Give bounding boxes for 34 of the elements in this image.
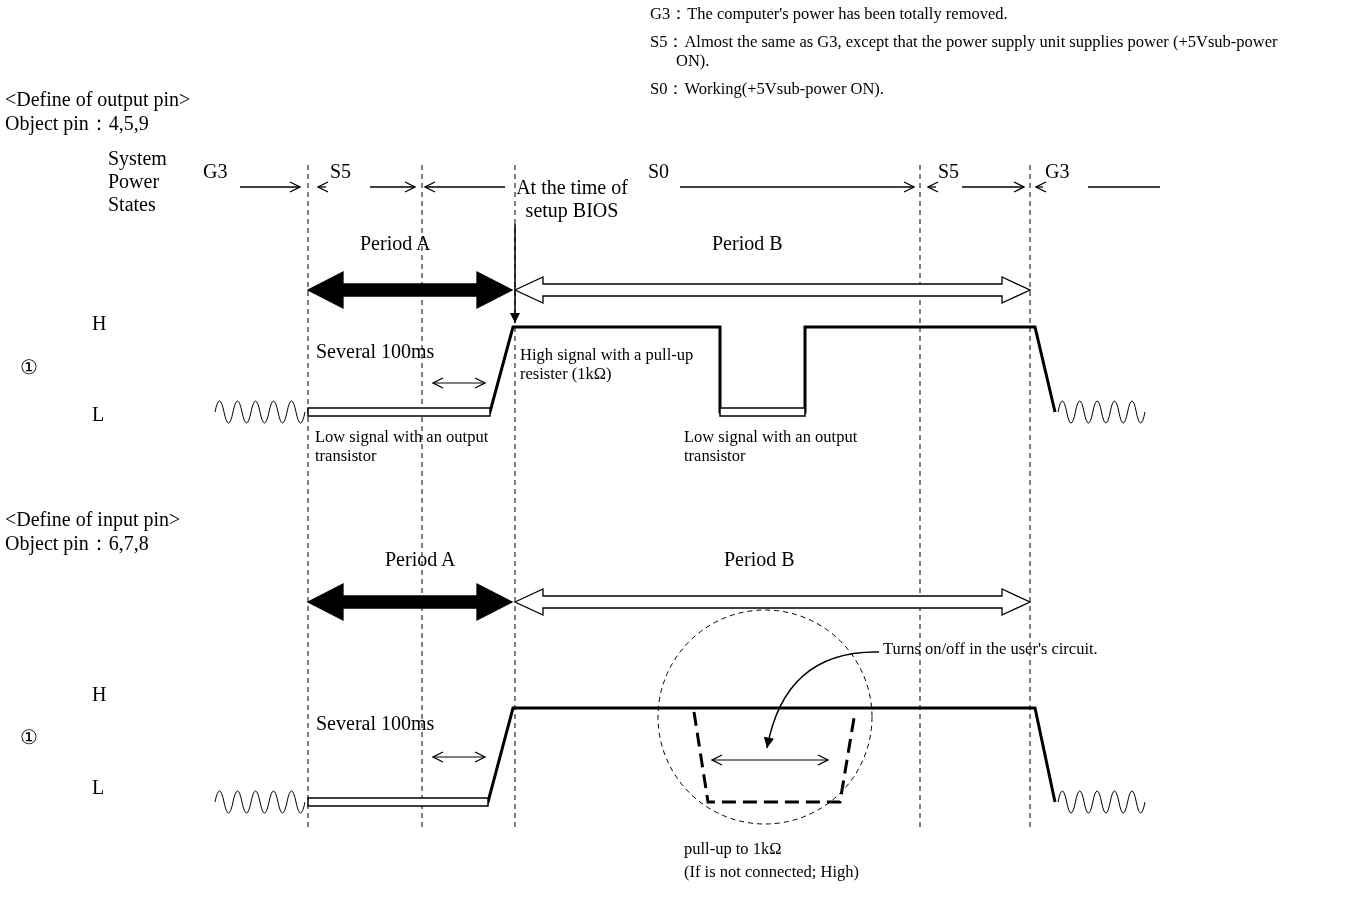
circuit-note: pull-up to 1kΩ bbox=[684, 840, 782, 859]
level-label: H bbox=[92, 312, 107, 335]
state-label: S5 bbox=[938, 160, 960, 183]
period-label: Period B bbox=[712, 232, 783, 255]
period-label: Period A bbox=[385, 548, 456, 571]
callout-text: At the time of setup BIOS bbox=[508, 176, 636, 222]
pin-definition-heading: <Define of output pin> bbox=[5, 88, 191, 111]
state-note: S5：Almost the same as G3, except that the power supply unit supplies power (+5Vsub-power ON). bbox=[650, 33, 1279, 71]
signal-annotation: Low signal with an output transistor bbox=[684, 428, 859, 466]
leader-arrow bbox=[509, 223, 521, 324]
level-label: L bbox=[92, 403, 105, 426]
state-note: S0：Working(+5Vsub-power ON). bbox=[650, 80, 884, 99]
state-note: G3：The computer's power has been totally removed. bbox=[650, 5, 1008, 24]
signal-annotation: Low signal with an output transistor bbox=[315, 428, 490, 466]
circuit-note: (If is not connected; High) bbox=[684, 863, 860, 882]
duration-label: Several 100ms bbox=[316, 340, 435, 363]
period-label: Period B bbox=[724, 548, 795, 571]
pin-list: Object pin：6,7,8 bbox=[5, 532, 149, 555]
state-label: S0 bbox=[648, 160, 670, 183]
callout-text: Turns on/off in the user's circuit. bbox=[883, 640, 1098, 659]
state-label: G3 bbox=[203, 160, 228, 183]
circled-number: ① bbox=[20, 356, 38, 379]
period-label: Period A bbox=[360, 232, 431, 255]
signal-annotation: High signal with a pull-up resister (1kΩ) bbox=[520, 346, 695, 384]
state-label: S5 bbox=[330, 160, 352, 183]
circled-number: ① bbox=[20, 726, 38, 749]
leader-arrow bbox=[764, 651, 880, 749]
row-label: System Power States bbox=[108, 147, 168, 216]
level-label: L bbox=[92, 776, 105, 799]
level-label: H bbox=[92, 683, 107, 706]
pin-list: Object pin：4,5,9 bbox=[5, 112, 149, 135]
state-label: G3 bbox=[1045, 160, 1070, 183]
pin-definition-heading: <Define of input pin> bbox=[5, 508, 181, 531]
duration-label: Several 100ms bbox=[316, 712, 435, 735]
